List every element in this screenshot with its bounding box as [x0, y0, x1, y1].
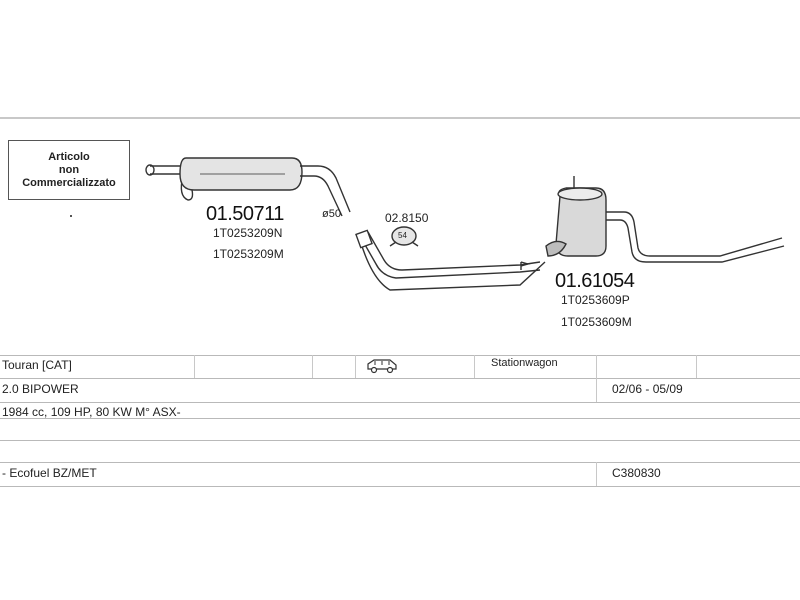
- engine-details: 1984 cc, 109 HP, 80 KW M° ASX-: [2, 405, 181, 419]
- front-inlet-pipe: [150, 165, 180, 175]
- table-line-4: [0, 418, 800, 419]
- rear-tail-pipe: [606, 211, 785, 263]
- cell-divider-8: [596, 462, 597, 486]
- connector-pipe-upper: [359, 231, 541, 279]
- cell-divider-3: [355, 355, 356, 378]
- table-line-6: [0, 462, 800, 463]
- clamp-code-label: 02.8150: [385, 211, 429, 225]
- table-line-1: [0, 355, 800, 356]
- cell-divider-6: [696, 355, 697, 378]
- clamp-badge: 54: [398, 231, 407, 240]
- fuel-type: - Ecofuel BZ/MET: [2, 466, 97, 480]
- note-line-3: Commercializzato: [22, 176, 116, 189]
- cell-divider-2: [312, 355, 313, 378]
- note-dot: [70, 215, 72, 217]
- pipe-clamp: [391, 226, 417, 246]
- marker-flag: [520, 261, 531, 270]
- engine-type: 2.0 BIPOWER: [2, 382, 79, 396]
- rear-silencer-body: [555, 187, 607, 257]
- cell-divider-1: [194, 355, 195, 378]
- part-code-front: 01.50711: [206, 203, 284, 225]
- cell-divider-4: [474, 355, 475, 378]
- hanger-hook: [180, 175, 194, 201]
- connector-sleeve: [355, 229, 373, 249]
- rear-silencer-cap: [557, 187, 603, 201]
- car-icon: [366, 358, 398, 377]
- part-ref-rear-1: 1T0253609P: [561, 293, 630, 307]
- table-line-3: [0, 402, 800, 403]
- production-period: 02/06 - 05/09: [612, 382, 683, 396]
- part-ref-front-2: 1T0253209M: [213, 247, 284, 261]
- note-line-2: non: [58, 163, 80, 176]
- body-type: Stationwagon: [491, 357, 558, 369]
- part-ref-rear-2: 1T0253609M: [561, 315, 632, 329]
- front-outlet-pipe: [300, 165, 351, 217]
- cell-divider-7: [596, 378, 597, 402]
- connector-pipe-lower: [359, 239, 546, 291]
- not-sold-note: Articolo non Commercializzato: [8, 140, 130, 200]
- vehicle-model: Touran [CAT]: [2, 358, 72, 372]
- table-line-5: [0, 440, 800, 441]
- pipe-clamp-feet: [389, 241, 419, 247]
- top-divider: [0, 117, 800, 119]
- cell-divider-5: [596, 355, 597, 378]
- front-inlet-opening: [145, 164, 155, 176]
- catalog-code: C380830: [612, 466, 661, 480]
- table-line-2: [0, 378, 800, 379]
- note-line-1: Articolo: [48, 150, 90, 163]
- part-code-rear: 01.61054: [555, 270, 635, 292]
- pipe-diameter-label: ø50: [322, 208, 341, 220]
- part-ref-front-1: 1T0253209N: [213, 226, 283, 240]
- table-line-7: [0, 486, 800, 487]
- rear-silencer-inlet: [545, 240, 567, 257]
